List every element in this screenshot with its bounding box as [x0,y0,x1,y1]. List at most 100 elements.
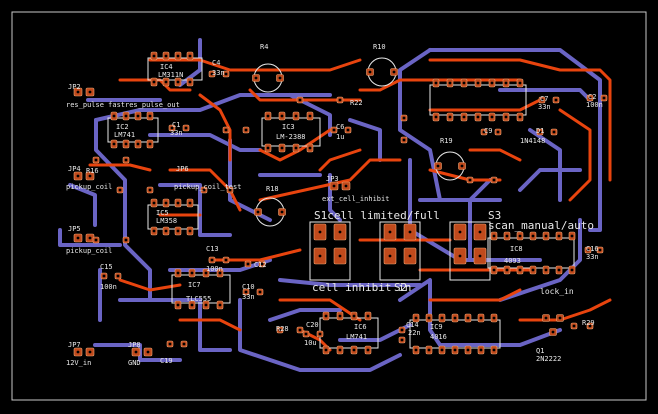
drill-hole [427,348,431,352]
drill-hole [176,201,180,205]
drill-hole [344,184,348,188]
drill-hole [324,314,328,318]
drill-hole [388,230,392,234]
drill-hole [414,348,418,352]
label-c7: C7 [540,95,549,103]
drill-hole [136,142,140,146]
drill-hole [427,316,431,320]
drill-hole [440,348,444,352]
drill-hole [366,314,370,318]
drill-hole [400,328,404,332]
drill-hole [466,316,470,320]
drill-hole [478,254,482,258]
drill-hole [244,128,248,132]
drill-hole [505,268,509,272]
drill-hole [338,348,342,352]
label-gnd: GND [128,359,141,367]
drill-hole [210,258,214,262]
drill-hole [176,271,180,275]
drill-hole [436,164,440,168]
drill-hole [176,80,180,84]
label-jp5: JP5 [68,225,81,233]
drill-hole [478,230,482,234]
drill-hole [76,350,80,354]
drill-hole [518,268,522,272]
label-r18: R18 [266,185,279,193]
drill-hole [602,96,606,100]
drill-hole [246,262,250,266]
drill-hole [492,268,496,272]
label-r19: R19 [440,137,453,145]
drill-hole [544,234,548,238]
drill-hole [168,342,172,346]
drill-hole [332,184,336,188]
drill-hole [557,234,561,238]
drill-hole [182,342,186,346]
drill-hole [388,254,392,258]
drill-hole [176,229,180,233]
drill-hole [190,271,194,275]
drill-hole [124,142,128,146]
drill-hole [338,254,342,258]
drill-hole [505,234,509,238]
drill-hole [188,201,192,205]
label-c4: C4 [212,59,221,67]
drill-hole [148,142,152,146]
label-c12: C12 [254,261,267,269]
drill-hole [504,115,508,119]
drill-hole [94,158,98,162]
label-s1: S1cell limited/full [314,209,440,222]
label-r22: R22 [350,99,363,107]
label-c6: C6 [336,123,345,131]
drill-hole [586,248,590,252]
drill-hole [124,114,128,118]
drill-hole [148,114,152,118]
label-c19: C19 [160,357,173,365]
label-jp4: JP4 [68,165,81,173]
label-q1: Q1 [536,347,545,355]
drill-hole [448,81,452,85]
drill-hole [402,138,406,142]
drill-hole [254,76,258,80]
label-c6-value: 1u [336,133,345,141]
drill-hole [146,350,150,354]
drill-hole [280,146,284,150]
label-jp3: JP3 [326,175,339,183]
drill-hole [260,262,264,266]
drill-hole [218,303,222,307]
drill-hole [554,98,558,102]
drill-hole [544,316,548,320]
drill-hole [466,348,470,352]
label-jp7: JP7 [68,341,81,349]
drill-hole [164,54,168,58]
drill-hole [164,201,168,205]
drill-hole [152,80,156,84]
drill-hole [134,350,138,354]
drill-hole [148,188,152,192]
label-ic8-part: 4093 [504,257,521,265]
label-c9: C9 [484,127,493,135]
label-lock-in: lock_in [540,287,574,296]
drill-hole [318,254,322,258]
drill-hole [278,76,282,80]
drill-hole [434,115,438,119]
pad-holes [76,54,606,354]
label-c7-value: 33n [538,103,551,111]
label-r10: R10 [373,43,386,51]
label-c15: C15 [100,263,113,271]
drill-hole [88,350,92,354]
drill-hole [266,114,270,118]
drill-hole [408,254,412,258]
label-ic8: IC8 [510,245,523,253]
drill-hole [176,303,180,307]
ic7-body [171,274,231,304]
label-ic7: IC7 [188,281,201,289]
drill-hole [476,115,480,119]
drill-hole [298,328,302,332]
drill-hole [366,348,370,352]
label-c16-value: 33n [586,253,599,261]
drill-hole [338,314,342,318]
label-ic5-part: LM358 [156,217,178,225]
drill-hole [318,230,322,234]
label-r29: R29 [582,319,595,327]
